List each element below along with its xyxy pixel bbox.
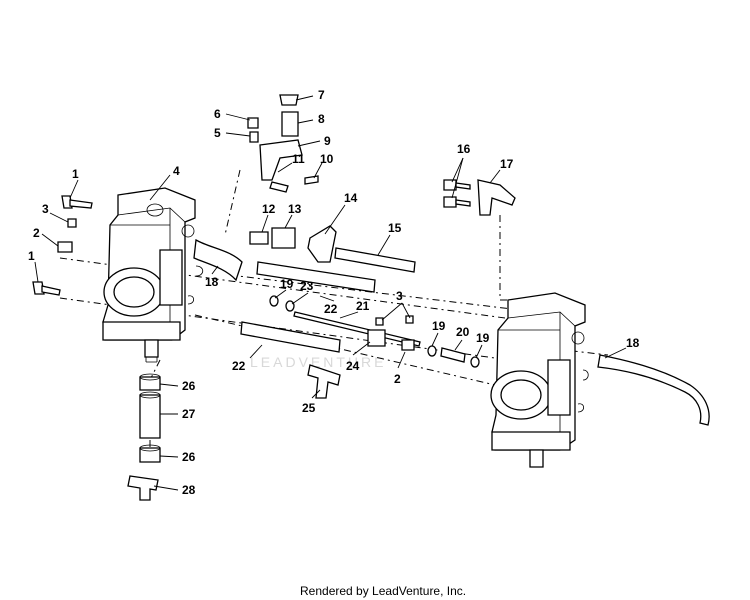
cam-14 [307, 225, 337, 263]
right-carburetor [490, 292, 589, 468]
washer-19-right [470, 356, 480, 368]
callout-24: 24 [346, 359, 360, 373]
callout-15: 15 [388, 221, 402, 235]
spring-12 [249, 231, 269, 245]
clip-2-left [57, 241, 73, 253]
callout-28: 28 [182, 483, 196, 497]
screw-3-right-b [405, 315, 414, 324]
callouts: 1 1 2 2 3 3 4 5 6 7 8 9 10 11 12 13 14 1… [28, 88, 640, 497]
washer-19-middle [427, 345, 437, 357]
callout-11: 11 [292, 152, 305, 166]
bracket-assembly [247, 94, 319, 193]
hose-27 [139, 394, 161, 439]
washer-19-left [269, 295, 279, 307]
bracket-17-assembly [443, 179, 516, 216]
clip-2-right [401, 339, 415, 351]
callout-22: 22 [232, 359, 246, 373]
callout-25: 25 [302, 401, 316, 415]
callout-27: 27 [182, 407, 196, 421]
callout-13: 13 [288, 202, 302, 216]
watermark-text: LEADVENTURE [250, 354, 386, 370]
callout-3: 3 [396, 289, 403, 303]
fuel-hose-left [193, 238, 243, 282]
screw-1-upper [61, 195, 93, 209]
callout-19: 19 [280, 277, 294, 291]
callout-2: 2 [33, 226, 40, 240]
callout-6: 6 [214, 107, 221, 121]
callout-16: 16 [457, 142, 471, 156]
collar-13 [271, 227, 296, 249]
tee-25 [307, 364, 341, 399]
rod-15 [334, 247, 416, 273]
callout-19: 19 [476, 331, 490, 345]
ring-23 [285, 300, 295, 312]
callout-12: 12 [262, 202, 276, 216]
callout-18: 18 [205, 275, 219, 289]
callout-14: 14 [344, 191, 358, 205]
callout-1: 1 [28, 249, 35, 263]
callout-9: 9 [324, 134, 331, 148]
clamp-26-upper [139, 376, 161, 391]
callout-3: 3 [42, 202, 49, 216]
fuel-hose-right [597, 354, 710, 426]
tube-22-upper [256, 261, 376, 293]
clip-24 [367, 329, 386, 347]
left-carburetor [102, 187, 204, 363]
callout-1: 1 [72, 167, 79, 181]
callout-2: 2 [394, 372, 401, 386]
callout-5: 5 [214, 126, 221, 140]
screw-1-lower [32, 281, 61, 296]
clamp-26-lower [139, 447, 161, 463]
tube-22-lower [240, 321, 341, 353]
callout-10: 10 [320, 152, 334, 166]
callout-17: 17 [500, 157, 514, 171]
callout-21: 21 [356, 299, 370, 313]
leader-lines [34, 95, 627, 491]
callout-20: 20 [456, 325, 470, 339]
callout-4: 4 [173, 164, 180, 178]
callout-18: 18 [626, 336, 640, 350]
callout-7: 7 [318, 88, 325, 102]
callout-26: 26 [182, 450, 196, 464]
callout-26: 26 [182, 379, 196, 393]
callout-8: 8 [318, 112, 325, 126]
screw-3-left [67, 218, 77, 228]
callout-23: 23 [300, 279, 314, 293]
footer-credit: Rendered by LeadVenture, Inc. [300, 584, 466, 598]
tee-28 [127, 475, 159, 501]
callout-22: 22 [324, 302, 338, 316]
screw-3-right-a [375, 317, 384, 326]
spring-20 [440, 347, 466, 363]
callout-19: 19 [432, 319, 446, 333]
